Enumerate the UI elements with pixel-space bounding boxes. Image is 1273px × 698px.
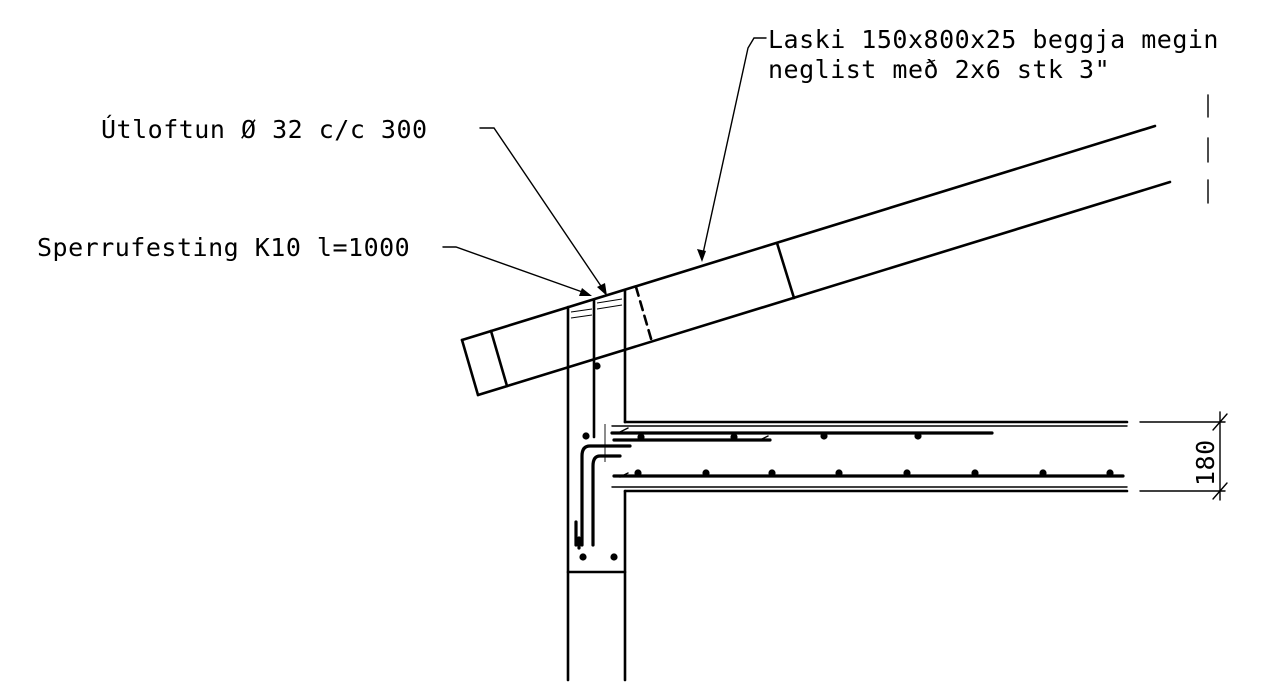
concrete-slab <box>611 420 1129 493</box>
top-rebar <box>610 431 994 442</box>
hook-bar-inner <box>591 454 622 547</box>
ventilation-leader <box>479 127 606 293</box>
lap-plate-label-line2: neglist með 2x6 stk 3" <box>768 55 1110 84</box>
rafter-fixing-leader <box>442 246 589 295</box>
rafter-end-line <box>489 329 509 388</box>
concrete-wall <box>566 288 627 682</box>
lap-plate-leader <box>701 37 767 259</box>
rafter-end-cut <box>460 338 480 397</box>
reinforcement <box>574 362 1125 561</box>
lap-plate-label-line1: Laski 150x800x25 beggja megin <box>768 25 1219 54</box>
hook-bar-outer <box>580 444 632 547</box>
lap-plate-hidden-edge <box>634 285 654 344</box>
rafter-fixing-label: Sperrufesting K10 l=1000 <box>37 233 410 262</box>
ventilation-label: Útloftun Ø 32 c/c 300 <box>101 114 428 144</box>
hook-bar-ends <box>574 520 581 550</box>
slab-dimension: 180 <box>1139 411 1228 501</box>
rafter-bottom-edge <box>476 180 1172 397</box>
lap-plate-end <box>775 241 796 300</box>
leaders <box>442 37 767 296</box>
rafter-top-edge <box>460 124 1157 342</box>
dimension-180-label: 180 <box>1191 439 1220 486</box>
